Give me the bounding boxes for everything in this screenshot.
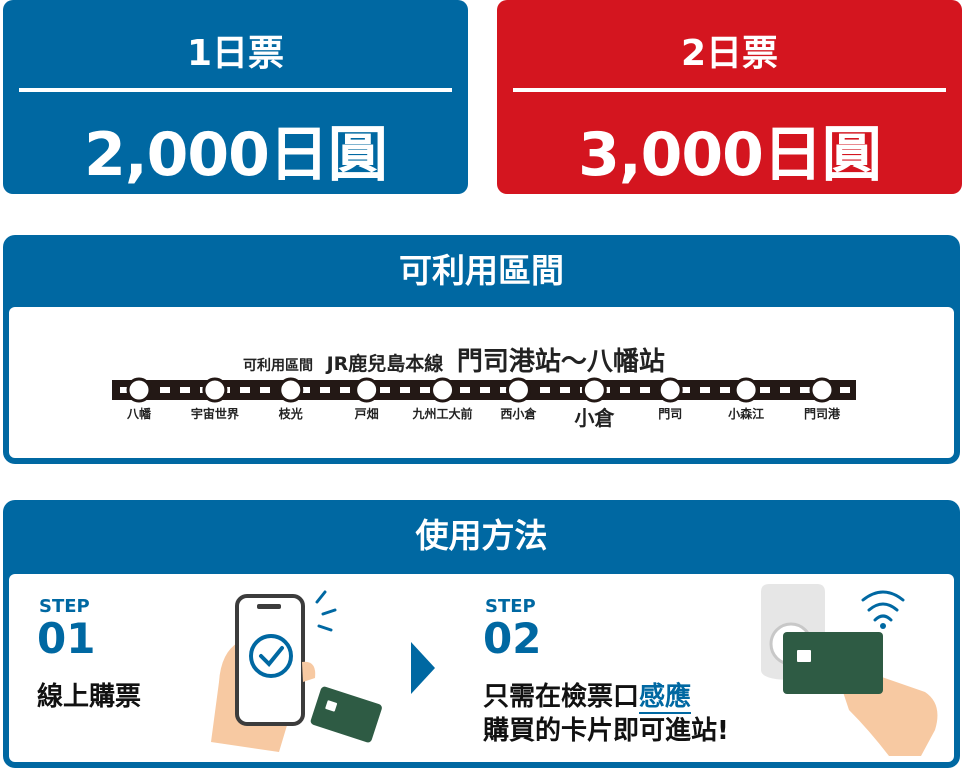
track-dash: [640, 387, 650, 393]
track-dash: [840, 387, 850, 393]
track-dash: [340, 387, 350, 393]
route-line-name: JR鹿兒島本線: [326, 353, 444, 375]
track-dash: [540, 387, 550, 393]
track-dash: [460, 387, 470, 393]
step1-label: STEP: [39, 596, 90, 617]
station-marker: [278, 377, 304, 403]
card-reader-touch-icon: [761, 584, 938, 756]
step1-text: 線上購票: [37, 682, 142, 712]
station-marker: [505, 377, 531, 403]
station-marker: [581, 377, 607, 403]
track-dash: [480, 387, 490, 393]
track-dash: [300, 387, 310, 393]
track-dash: [120, 387, 130, 393]
usage-panel-title: 使用方法: [415, 516, 548, 555]
track-dash: [380, 387, 390, 393]
station-name: 西小倉: [500, 406, 537, 421]
ticket-2day: 2日票 3,000日圓: [497, 0, 962, 194]
route-panel-body: 可利用區間 JR鹿兒島本線 門司港站～八幡站 八幡 宇宙世界 枝光 戸畑 九州工大前 西小…: [9, 307, 954, 458]
track-dash: [320, 387, 330, 393]
next-arrow-icon: [411, 642, 435, 694]
route-label-small: 可利用區間: [243, 358, 313, 374]
ticket-1day-price: 2,000日圓: [84, 120, 388, 190]
station-name: 八幡: [126, 406, 152, 421]
divider: [19, 88, 452, 92]
route-label: 可利用區間 JR鹿兒島本線 門司港站～八幡站: [243, 341, 665, 378]
station-marker: [657, 377, 683, 403]
track-dash: [680, 387, 690, 393]
station-marker: [202, 377, 228, 403]
step2-text-line1: 只需在檢票口感應: [483, 676, 692, 714]
station-name: 小森江: [728, 406, 764, 421]
track-dash: [700, 387, 710, 393]
route-panel-title: 可利用區間: [399, 251, 564, 290]
usage-panel: 使用方法 STEP 01 線上購票 STEP 02 只需在檢票口感應 購買的卡片…: [3, 500, 960, 768]
ticket-1day-label: 1日票: [186, 33, 285, 74]
ticket-2day-price: 3,000日圓: [578, 120, 882, 190]
track-dash: [180, 387, 190, 393]
track-dash: [780, 387, 790, 393]
station-name: 戸畑: [355, 407, 379, 421]
track-dash: [560, 387, 570, 393]
ticket-2day-label: 2日票: [680, 33, 779, 74]
usage-panel-body: STEP 01 線上購票 STEP 02 只需在檢票口感應 購買的卡片即可進站!: [9, 574, 954, 762]
station-marker: [354, 377, 380, 403]
track-dash: [500, 387, 510, 393]
track-dash: [720, 387, 730, 393]
step2-text-line2: 購買的卡片即可進站!: [483, 716, 729, 746]
phone-purchase-icon: [211, 590, 382, 752]
route-range: 門司港站～八幡站: [456, 347, 665, 377]
step2-text-prefix: 只需在檢票口: [483, 682, 640, 712]
track-dash: [400, 387, 410, 393]
station-marker: [430, 377, 456, 403]
divider: [513, 88, 946, 92]
station-name: 宇宙世界: [191, 406, 239, 421]
route-panel: 可利用區間 可利用區間 JR鹿兒島本線 門司港站～八幡站 八幡 宇宙世界 枝光 戸畑 九…: [3, 235, 960, 464]
step2-label: STEP: [485, 596, 536, 617]
track-dash: [800, 387, 810, 393]
station-marker: [733, 377, 759, 403]
track-dash: [260, 387, 270, 393]
track-dash: [420, 387, 430, 393]
ticket-1day: 1日票 2,000日圓: [3, 0, 468, 194]
track-dash: [620, 387, 630, 393]
station-name: 枝光: [278, 406, 303, 421]
step2-text-highlight: 感應: [639, 682, 692, 714]
station-marker: [809, 377, 835, 403]
station-name: 門司: [658, 407, 682, 421]
station-name: 門司港: [804, 406, 841, 421]
station-name: 小倉: [574, 406, 615, 430]
route-map: 八幡 宇宙世界 枝光 戸畑 九州工大前 西小倉 小倉 門司 小森江 門司港: [112, 377, 856, 430]
step1-number: 01: [37, 614, 96, 663]
track-dash: [760, 387, 770, 393]
track-dash: [240, 387, 250, 393]
track-dash: [160, 387, 170, 393]
step2-number: 02: [483, 614, 542, 663]
station-name: 九州工大前: [412, 406, 473, 421]
station-marker: [126, 377, 152, 403]
